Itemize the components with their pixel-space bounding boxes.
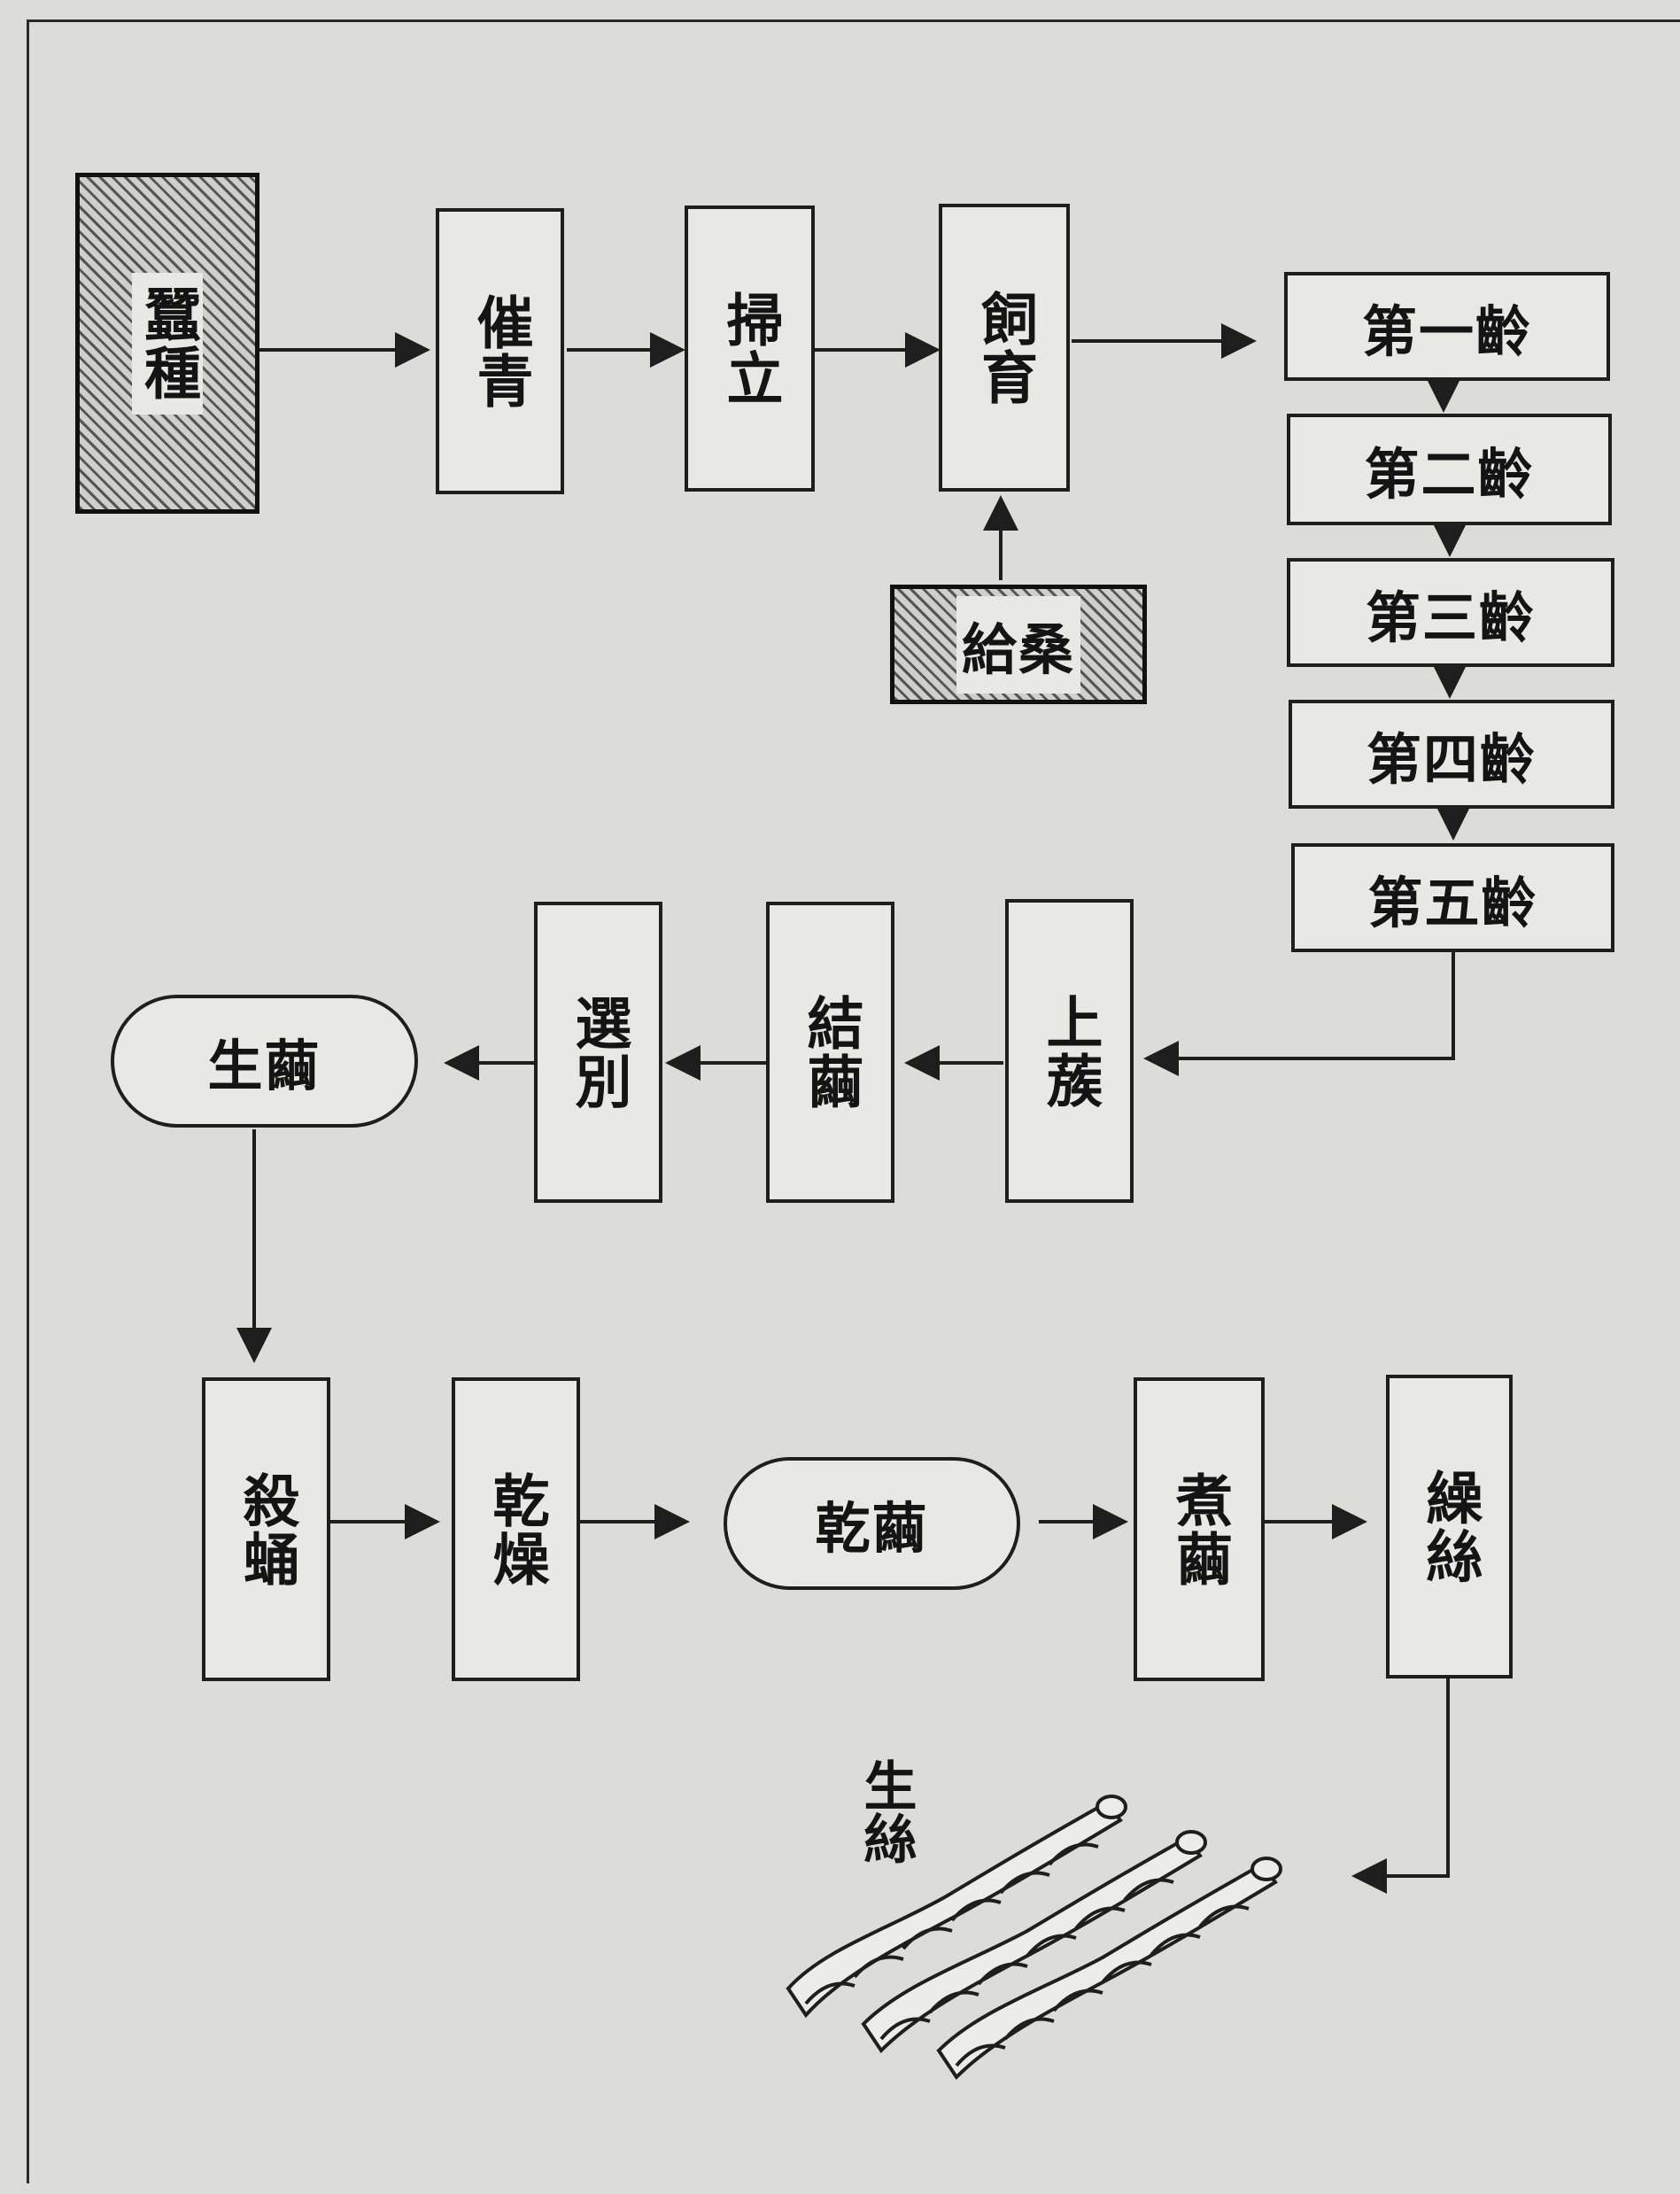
node-label: 第一齡 [1361, 298, 1532, 364]
node-instar-3: 第三齡 [1287, 558, 1614, 667]
node-mounting: 上蔟 [1005, 899, 1134, 1203]
node-label: 第三齡 [1365, 585, 1536, 650]
node-reeling: 繰絲 [1386, 1375, 1513, 1678]
node-mulberry-feeding: 給桑 [890, 585, 1147, 704]
node-label: 結繭 [797, 994, 864, 1111]
node-label: 給桑 [956, 595, 1080, 694]
node-cocoon-spinning: 結繭 [766, 902, 894, 1203]
silk-skein-1 [786, 1795, 1127, 2019]
node-incubation: 催青 [436, 208, 564, 494]
node-label: 飼育 [972, 289, 1038, 407]
node-label: 蠶種 [132, 272, 203, 415]
node-sorting: 選別 [534, 902, 662, 1203]
node-label: 乾燥 [483, 1470, 550, 1588]
node-silkworm-eggs: 蠶種 [75, 173, 259, 514]
node-instar-5: 第五齡 [1291, 843, 1614, 952]
raw-silk-label: 生絲 [855, 1758, 917, 1865]
node-cocoon-cooking: 煮繭 [1134, 1377, 1265, 1681]
node-drying: 乾燥 [452, 1377, 580, 1681]
node-label: 乾繭 [815, 1496, 929, 1561]
node-pupa-killing: 殺蛹 [202, 1377, 330, 1681]
arrow-reeling-to-rawsilk [1351, 1676, 1450, 1894]
arrow-instar5-to-mounting [1143, 952, 1455, 1076]
node-label: 煮繭 [1166, 1470, 1233, 1588]
node-label: 繰絲 [1416, 1468, 1483, 1585]
raw-silk-skeins-illustration [786, 1795, 1282, 2081]
node-rearing: 飼育 [939, 204, 1070, 492]
node-instar-4: 第四齡 [1289, 700, 1614, 809]
node-label: 第二齡 [1364, 442, 1535, 507]
node-instar-1: 第一齡 [1284, 272, 1610, 381]
node-brushing: 掃立 [685, 205, 815, 492]
node-instar-2: 第二齡 [1287, 414, 1612, 525]
silk-skein-3 [936, 1857, 1282, 2081]
node-label: 掃立 [716, 290, 784, 407]
silk-skein-2 [861, 1830, 1207, 2054]
node-label: 選別 [565, 994, 632, 1111]
node-label: 殺蛹 [233, 1470, 300, 1588]
node-label: 生繭 [207, 1034, 321, 1098]
node-label: 催青 [467, 292, 534, 410]
node-dried-cocoon: 乾繭 [724, 1457, 1020, 1590]
node-label: 第四齡 [1366, 726, 1537, 792]
node-fresh-cocoon: 生繭 [111, 995, 418, 1128]
node-label: 第五齡 [1367, 870, 1538, 935]
diagram-frame [27, 19, 1680, 2183]
node-label: 上蔟 [1036, 992, 1103, 1110]
